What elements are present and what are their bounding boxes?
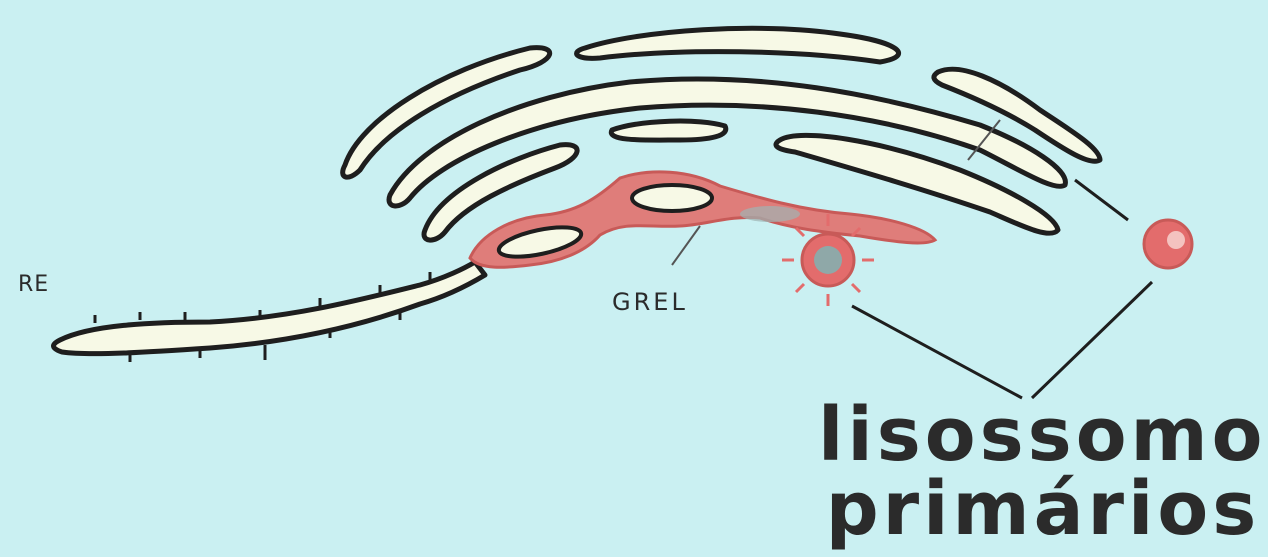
lysosome-caption-line2: primários [818,472,1268,546]
grel-label: GREL [612,288,688,316]
re-label: RE [18,272,49,297]
er-tubule [54,262,486,354]
grel-network [470,172,935,267]
leader-lysosome-budding [852,306,1022,398]
lysosome-caption-line1: lisossomos [818,398,1268,472]
grel-speckle [740,206,800,222]
lysosome-free [1144,220,1192,268]
grel-lumen-center [632,185,712,211]
leader-golgi-to-lysosome [1075,180,1128,220]
cisterna-top [577,28,899,62]
rough-er [54,262,486,362]
leader-grel [672,226,700,265]
leader-lysosome-free [1032,282,1152,398]
cisterna-small [611,121,725,140]
lysosome-caption: lisossomos primários [818,398,1268,546]
